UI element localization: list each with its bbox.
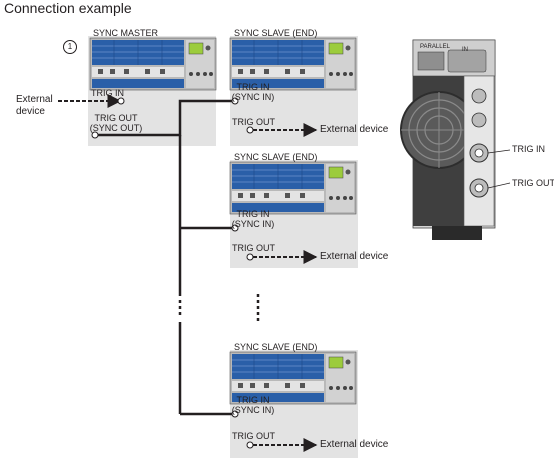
slave2-trig-in-label: TRIG IN (SYNC IN) bbox=[231, 209, 275, 229]
slave2-heading: SYNC SLAVE (END) bbox=[234, 152, 318, 162]
slave2-unit bbox=[229, 161, 357, 215]
slave1-trig-out-label: TRIG OUT bbox=[232, 117, 275, 127]
slave2-trig-out-label: TRIG OUT bbox=[232, 243, 275, 253]
rear-trig-in-label: TRIG IN bbox=[512, 144, 545, 154]
slave1-heading: SYNC SLAVE (END) bbox=[234, 28, 318, 38]
slave1-trig-in-label: TRIG IN (SYNC IN) bbox=[231, 82, 275, 102]
master-trig-out-label: TRIG OUT (SYNC OUT) bbox=[89, 113, 143, 133]
rear-parallel-label: PARALLEL bbox=[420, 44, 450, 50]
external-device-left-label: External device bbox=[16, 94, 53, 117]
page-title: Connection example bbox=[4, 0, 132, 16]
step-number: 1 bbox=[63, 40, 77, 54]
master-unit bbox=[89, 37, 217, 91]
slave3-heading: SYNC SLAVE (END) bbox=[234, 342, 318, 352]
external-device-label-2: External device bbox=[320, 251, 389, 262]
rear-panel-illustration bbox=[400, 39, 511, 240]
master-trig-in-terminal bbox=[117, 97, 125, 105]
slave1-trig-in-terminal bbox=[231, 97, 239, 105]
slave3-trig-in-label: TRIG IN (SYNC IN) bbox=[231, 395, 275, 415]
rear-in-label: IN bbox=[462, 47, 468, 53]
external-device-label-1: External device bbox=[320, 124, 389, 135]
slave2-trig-in-terminal bbox=[231, 224, 239, 232]
master-trig-in-label: TRIG IN bbox=[91, 88, 124, 98]
external-device-label-3: External device bbox=[320, 439, 389, 450]
master-heading: SYNC MASTER bbox=[93, 28, 159, 38]
slave3-trig-out-label: TRIG OUT bbox=[232, 431, 275, 441]
slave3-trig-in-terminal bbox=[231, 410, 239, 418]
rear-trig-out-label: TRIG OUT bbox=[512, 178, 554, 188]
